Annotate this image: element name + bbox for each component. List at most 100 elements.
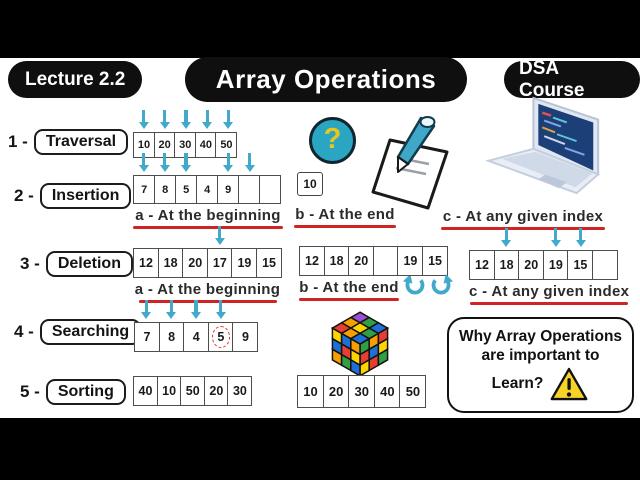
array-cell: 12 xyxy=(299,246,325,276)
array-cell xyxy=(372,246,399,276)
array-cell: 10 xyxy=(297,375,324,408)
array-cell: 12 xyxy=(133,248,159,278)
caption-deletion-b: b - At the end xyxy=(299,279,399,302)
caption-deletion-c: c - At any given index xyxy=(469,283,629,306)
array-cell: 5 xyxy=(175,175,198,204)
red-underline xyxy=(299,298,399,302)
array-cell: 18 xyxy=(157,248,184,278)
why-line-3: Learn? xyxy=(491,375,544,392)
pencil-paper-icon xyxy=(371,116,449,210)
array-cell: 50 xyxy=(215,132,238,158)
down-arrow-icon xyxy=(154,110,175,130)
op-item-searching: 4 - Searching xyxy=(14,319,142,345)
down-arrow-icon xyxy=(159,300,184,320)
found-circle-icon xyxy=(211,326,230,348)
array-cell: 8 xyxy=(154,175,177,204)
op-number: 3 - xyxy=(20,254,40,273)
op-item-insertion: 2 - Insertion xyxy=(14,183,132,209)
deletion-a-arrow-row xyxy=(133,226,282,248)
array-cell: 18 xyxy=(493,250,520,280)
array-cell: 20 xyxy=(182,248,209,278)
op-number: 4 - xyxy=(14,322,34,341)
down-arrow-icon xyxy=(208,300,233,320)
array-cell: 15 xyxy=(567,250,594,280)
down-arrow-icon xyxy=(218,110,239,130)
down-arrow-icon xyxy=(154,153,175,173)
why-box: Why Array Operations are important to Le… xyxy=(447,317,634,413)
course-badge: DSA Course xyxy=(504,58,640,101)
rotate-right-arrow-icon xyxy=(431,274,453,295)
array-cell: 20 xyxy=(203,376,229,406)
insertion-arrow-row xyxy=(133,153,283,175)
array-cell xyxy=(259,175,282,204)
array-cell: 4 xyxy=(196,175,219,204)
array-cell: 40 xyxy=(133,376,158,406)
op-label-traversal: Traversal xyxy=(33,129,129,155)
caption-insertion-c: c - At any given index xyxy=(441,208,605,231)
down-arrow-icon xyxy=(175,153,196,173)
array-cell xyxy=(592,250,619,280)
traversal-arrow-row xyxy=(133,110,239,132)
down-arrow-icon xyxy=(134,300,159,320)
down-arrow-icon xyxy=(207,226,232,246)
red-underline xyxy=(441,227,605,231)
rotate-left-arrow-icon xyxy=(403,274,425,295)
red-underline xyxy=(138,300,277,304)
array-cell: 17 xyxy=(206,248,233,278)
op-label-searching: Searching xyxy=(39,319,142,345)
array-cell: 20 xyxy=(322,375,350,408)
down-arrow-icon xyxy=(543,228,568,248)
lecture-badge: Lecture 2.2 xyxy=(8,61,143,98)
array-cell: 20 xyxy=(153,132,176,158)
array-cell: 9 xyxy=(232,322,259,352)
array-cell: 10 xyxy=(156,376,182,406)
rubiks-cube-icon xyxy=(328,309,392,384)
laptop-icon xyxy=(485,96,601,195)
down-arrow-icon xyxy=(494,228,519,248)
caption-insertion-b: b - At the end xyxy=(294,206,396,229)
op-item-traversal: 1 - Traversal xyxy=(8,129,129,155)
down-arrow-icon xyxy=(218,153,239,173)
bottom-letterbox-bar xyxy=(0,418,640,480)
question-mark-icon: ? xyxy=(309,117,356,164)
array-cell: 50 xyxy=(180,376,206,406)
op-label-deletion: Deletion xyxy=(45,251,133,277)
array-cell: 9 xyxy=(217,175,240,204)
array-cell: 30 xyxy=(227,376,253,406)
down-arrow-icon xyxy=(133,110,154,130)
array-cell: 7 xyxy=(133,175,156,204)
op-number: 2 - xyxy=(14,186,34,205)
array-cell: 18 xyxy=(323,246,350,276)
array-cell: 20 xyxy=(348,246,375,276)
insertion-value-box: 10 xyxy=(297,172,323,196)
array-cell: 19 xyxy=(231,248,258,278)
red-underline xyxy=(294,225,396,229)
down-arrow-icon xyxy=(568,228,593,248)
op-item-sorting: 5 - Sorting xyxy=(20,379,126,405)
array-cell: 7 xyxy=(134,322,160,352)
array-cell xyxy=(238,175,261,204)
array-cell: 15 xyxy=(256,248,283,278)
array-cell: 12 xyxy=(469,250,495,280)
caption-deletion-a: a - At the beginning xyxy=(133,281,282,304)
array-cell: 30 xyxy=(174,132,197,158)
array-cell: 40 xyxy=(373,375,401,408)
down-arrow-icon xyxy=(175,110,196,130)
red-underline xyxy=(470,302,629,306)
array-cell: 50 xyxy=(399,375,427,408)
down-arrow-icon xyxy=(133,153,154,173)
array-cell: 19 xyxy=(397,246,424,276)
op-number: 1 - xyxy=(8,132,28,151)
